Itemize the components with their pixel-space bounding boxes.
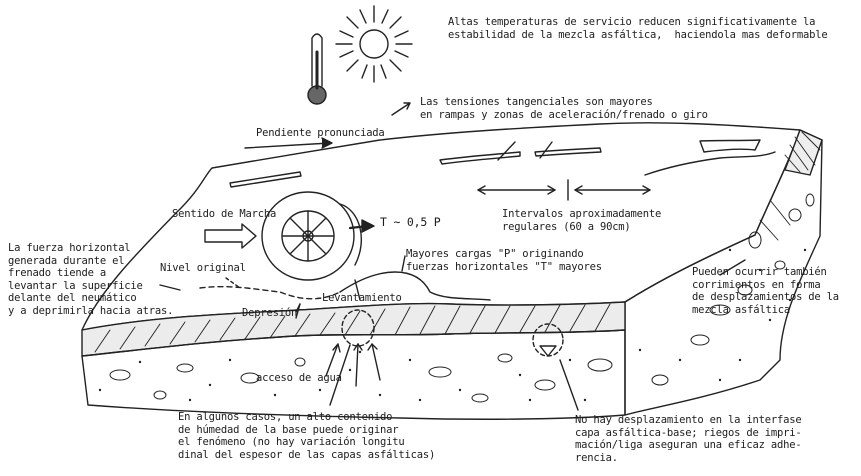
sun-icon: [336, 6, 412, 82]
shear-stress-note: Las tensiones tangenciales son mayores e…: [420, 96, 708, 121]
temperature-note: Altas temperaturas de servicio reducen s…: [448, 16, 828, 41]
uplift-label: Levantamiento: [322, 292, 402, 305]
force-t-label: T ∼ 0,5 P: [380, 216, 441, 229]
greater-loads-label: Mayores cargas "P" originando fuerzas ho…: [406, 248, 602, 273]
direction-label: Sentido de Marcha: [172, 208, 276, 221]
direction-arrow: [205, 224, 256, 248]
displacement-note: Pueden ocurrir también corrimientos en f…: [692, 266, 839, 316]
interface-note: No hay desplazamiento en la interfase ca…: [575, 414, 802, 464]
moisture-note: En algunos casos, un alto contenido de h…: [178, 411, 435, 461]
steep-slope-label: Pendiente pronunciada: [256, 127, 385, 140]
original-level-label: Nivel original: [160, 262, 246, 275]
wheel-icon: [262, 192, 361, 280]
horizontal-force-note: La fuerza horizontal generada durante el…: [8, 242, 173, 317]
depression-label: Depresión: [242, 307, 297, 320]
intervals-label: Intervalos aproximadamente regulares (60…: [502, 208, 661, 233]
thermometer-icon: [308, 34, 326, 104]
slope-arrow: [245, 138, 332, 148]
water-access-label: acceso de agua: [256, 372, 342, 385]
